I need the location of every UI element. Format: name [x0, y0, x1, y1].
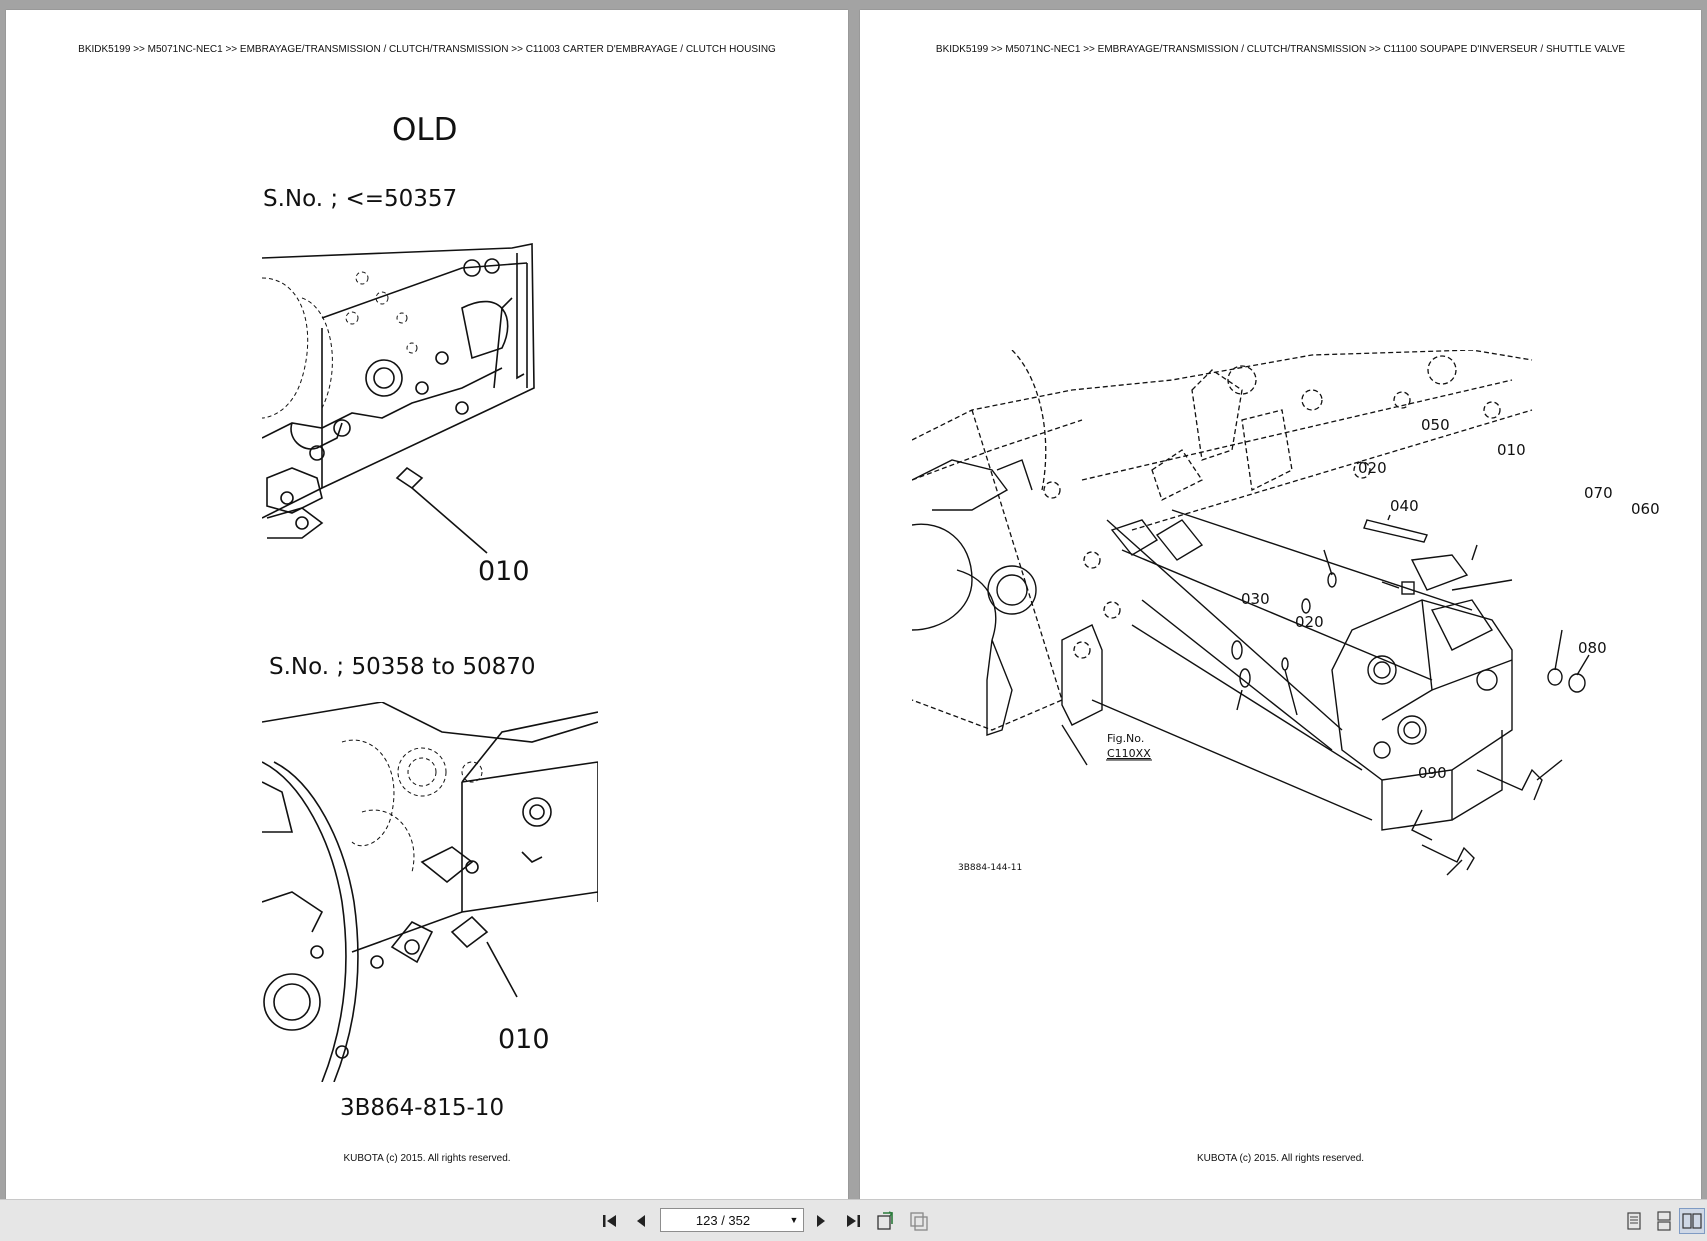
serial-range-2: S.No. ; 50358 to 50870: [269, 654, 536, 680]
fit-view-icon[interactable]: [906, 1208, 932, 1234]
callout-050: 050: [1421, 416, 1450, 434]
clutch-housing-drawing-mid: [262, 702, 598, 1082]
fig-ref-number: C110XX: [1107, 747, 1151, 760]
callout-030: 030: [1241, 590, 1270, 608]
chevron-down-icon[interactable]: ▼: [789, 1215, 799, 1225]
copyright-footer: KUBOTA (c) 2015. All rights reserved.: [343, 1153, 511, 1164]
copyright-footer: KUBOTA (c) 2015. All rights reserved.: [1196, 1153, 1365, 1164]
callout-layer: 050 010 020 040 070 060 030 020 080 090 …: [958, 416, 1660, 873]
continuous-page-icon[interactable]: [1651, 1208, 1677, 1234]
next-page-icon[interactable]: [808, 1208, 834, 1234]
svg-text:010: 010: [498, 1024, 550, 1055]
page-indicator: 123 / 352: [695, 1212, 751, 1228]
breadcrumb: BKIDK5199 >> M5071NC-NEC1 >> EMBRAYAGE/T…: [935, 44, 1626, 55]
svg-text:010: 010: [478, 556, 530, 587]
callout-060: 060: [1631, 500, 1660, 518]
callout-090: 090: [1418, 764, 1447, 782]
callout-010-bottom: 010: [498, 1024, 550, 1055]
page-heading: OLD: [392, 112, 458, 148]
shuttle-valve-drawing: [912, 350, 1590, 876]
callout-070: 070: [1584, 484, 1613, 502]
clutch-housing-drawing-old: [262, 243, 535, 554]
drawing-code: 3B864-815-10: [340, 1095, 505, 1121]
page-number-field[interactable]: 123 / 352 ▼: [660, 1208, 804, 1232]
rotate-view-icon[interactable]: [873, 1208, 899, 1234]
two-page-icon[interactable]: [1679, 1208, 1705, 1234]
callout-040: 040: [1390, 497, 1419, 515]
callout-010-top: 010: [478, 556, 530, 587]
drawing-code: 3B884-144-11: [958, 863, 1022, 873]
callout-020-lower: 020: [1295, 613, 1324, 631]
fig-ref-label: Fig.No.: [1107, 732, 1144, 745]
breadcrumb: BKIDK5199 >> M5071NC-NEC1 >> EMBRAYAGE/T…: [78, 44, 776, 55]
callout-080: 080: [1578, 639, 1607, 657]
viewer-toolbar: 123 / 352 ▼: [0, 1199, 1707, 1241]
first-page-icon[interactable]: [597, 1208, 623, 1234]
last-page-icon[interactable]: [840, 1208, 866, 1234]
prev-page-icon[interactable]: [628, 1208, 654, 1234]
serial-range-1: S.No. ; <=50357: [263, 186, 458, 212]
page-right: BKIDK5199 >> M5071NC-NEC1 >> EMBRAYAGE/T…: [860, 10, 1701, 1200]
single-page-icon[interactable]: [1621, 1208, 1647, 1234]
callout-020-upper: 020: [1358, 459, 1387, 477]
page-left: BKIDK5199 >> M5071NC-NEC1 >> EMBRAYAGE/T…: [6, 10, 848, 1200]
callout-010: 010: [1497, 441, 1526, 459]
